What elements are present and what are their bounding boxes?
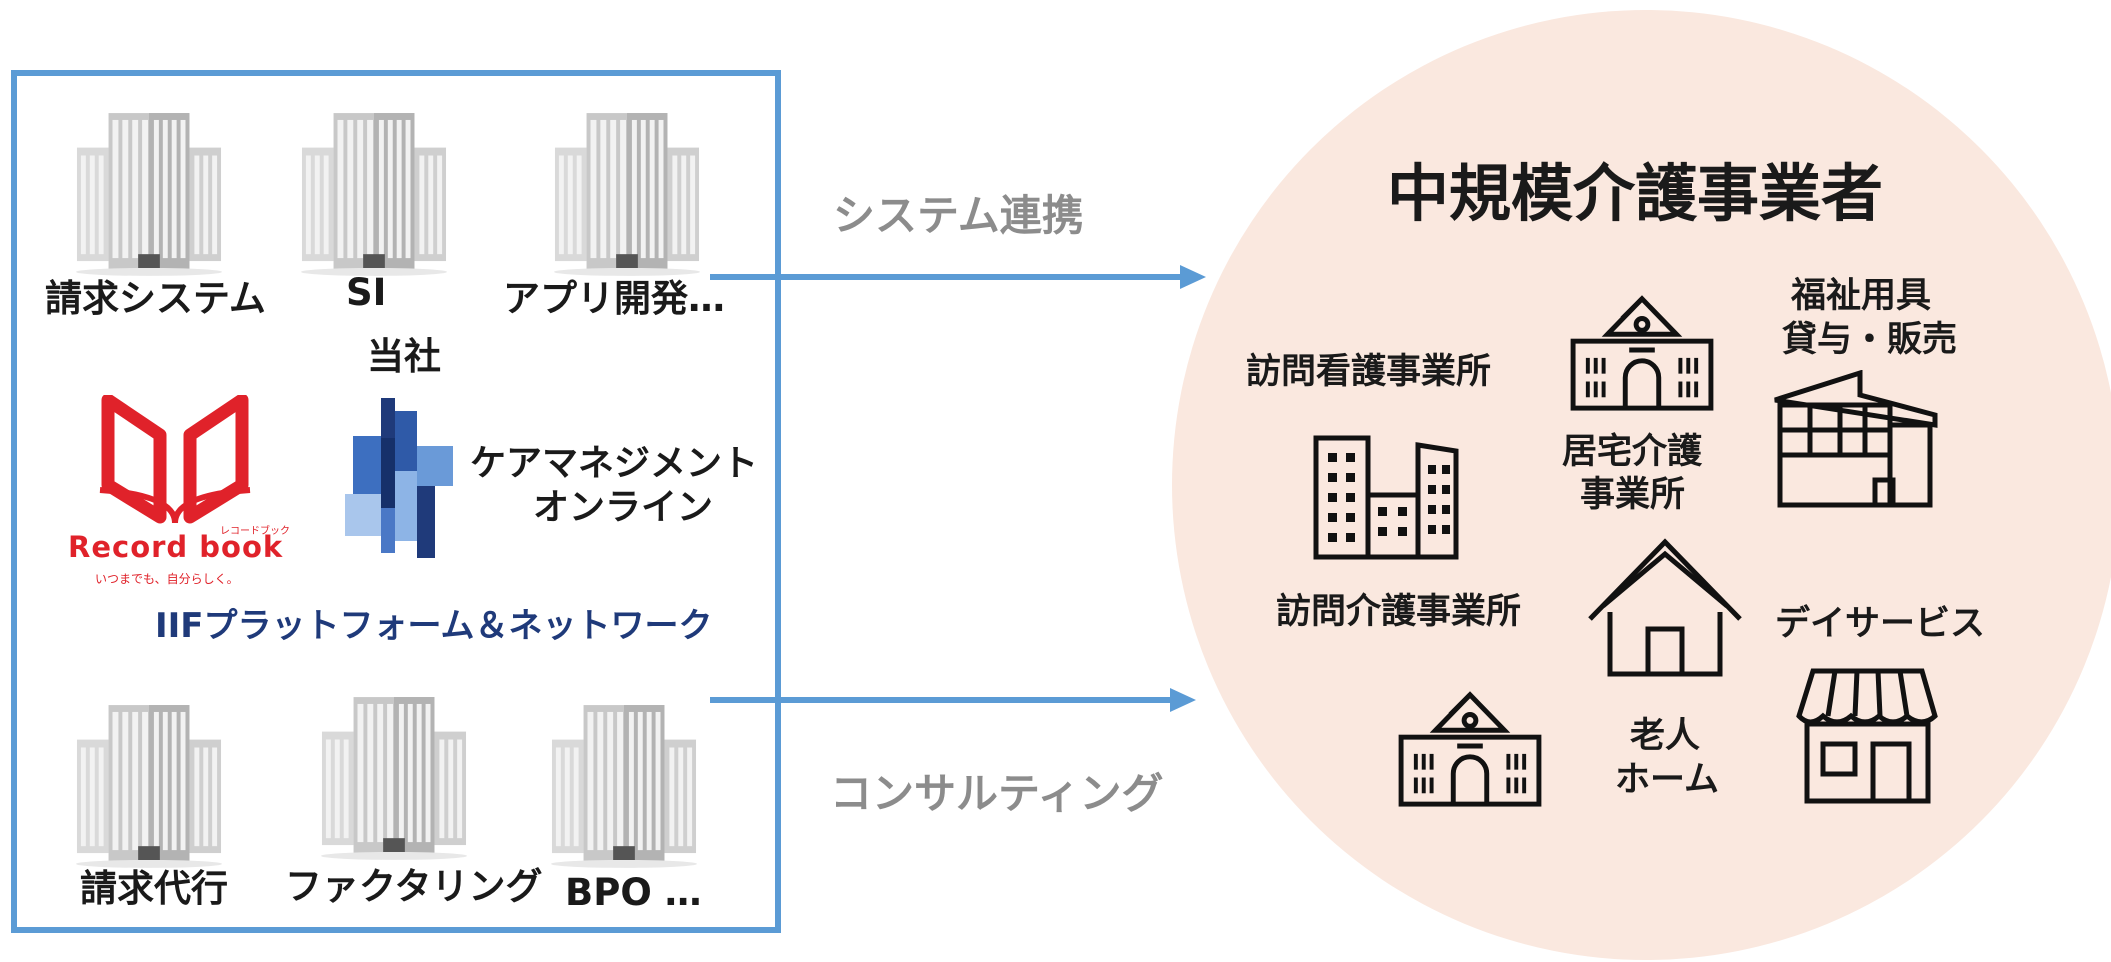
company-label-billing-agency: 請求代行 [80, 867, 228, 910]
home-nursing-label: 訪問看護事業所 [1246, 352, 1492, 392]
care-management-logo-icon [345, 398, 453, 558]
company-label-billing-system: 請求システム [45, 277, 266, 320]
company-label-app-dev: アプリ開発… [503, 277, 725, 320]
record-book-logo: レコードブック Record book いつまでも、自分らしく。 [60, 390, 290, 590]
record-book-kana: レコードブック [220, 526, 290, 537]
building-icon [300, 108, 448, 276]
company-label-factoring: ファクタリング [285, 865, 543, 908]
school-icon [1568, 287, 1716, 415]
care-provider-title: 中規模介護事業者 [1387, 157, 1884, 230]
welfare-equipment-label-line2: 貸与・販売 [1782, 320, 1958, 360]
day-service-label: デイサービス [1775, 604, 1986, 644]
building-icon [75, 700, 223, 868]
elderly-home-label-line1: 老人 [1630, 716, 1701, 756]
care-management-label-line2: オンライン [533, 487, 714, 528]
house-icon [1588, 538, 1742, 677]
partner-network-frame [11, 70, 781, 933]
own-company-label: 当社 [367, 335, 441, 378]
company-label-bpo: BPO … [565, 871, 702, 914]
book-icon [99, 395, 251, 524]
home-care-support-label-line1: 居宅介護 [1562, 432, 1703, 472]
record-book-name: Record book [68, 530, 284, 564]
platform-label: IIFプラットフォーム＆ネットワーク [155, 606, 713, 646]
building-icon [75, 108, 223, 276]
shop-icon [1796, 668, 1938, 804]
company-label-si: SI [346, 271, 387, 314]
welfare-equipment-label-line1: 福祉用具 [1791, 276, 1932, 316]
elderly-home-label-line2: ホーム [1615, 760, 1719, 800]
system-link-arrow [710, 265, 1206, 289]
record-book-tagline: いつまでも、自分らしく。 [95, 572, 239, 586]
school-icon [1396, 683, 1544, 811]
care-management-label-line1: ケアマネジメント [470, 443, 759, 484]
building-icon [320, 690, 468, 862]
equipment-store-icon [1774, 370, 1938, 508]
system-link-label: システム連携 [833, 191, 1084, 240]
consulting-arrow [710, 688, 1196, 712]
building-icon [550, 700, 698, 868]
building-icon [553, 108, 701, 276]
office-buildings-icon [1313, 435, 1459, 560]
home-care-label: 訪問介護事業所 [1276, 592, 1522, 632]
care-provider-circle [1172, 10, 2111, 960]
home-care-support-label-line2: 事業所 [1580, 475, 1686, 515]
consulting-label: コンサルティング [830, 769, 1164, 818]
